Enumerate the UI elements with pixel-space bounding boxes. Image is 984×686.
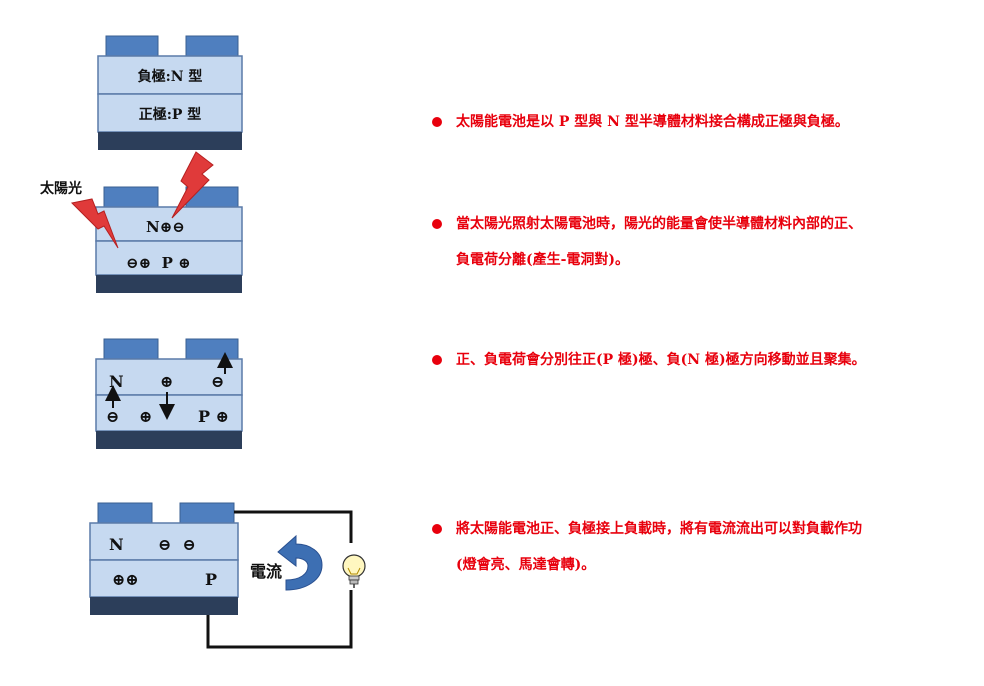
bullet-dot-icon [432,117,442,127]
electron-charge: ⊖ [211,372,224,391]
sunlight-label: 太陽光 [40,180,82,197]
p-label: P ⊕ [198,407,229,426]
n-label: N [109,535,124,554]
electrode-left [105,35,159,57]
bullet-item-charge-migration: 正、負電荷會分別往正(P 極)極、負(N 極)極方向移動並且聚集。 [432,342,866,378]
p-type-layer [89,559,239,598]
load-circuit-diagram: N ⊖ ⊖ ⊕⊕ P 電流 [89,502,366,649]
circuit-wire [234,510,353,543]
lightning-bolt-icon [70,198,119,249]
p-layer-charges: ⊖⊕ P ⊕ [126,254,191,272]
p-layer-charges: ⊕⊕ [112,570,139,589]
n-layer-label: 負極:N 型 [138,68,203,85]
sunlight-separation-diagram: N⊕⊖ ⊖⊕ P ⊕ 太陽光 [40,151,243,293]
electron-charge: ⊖ [106,407,119,426]
n-label: N [109,372,124,391]
electrode-right [185,338,239,360]
bullet-item-charge-separation: 當太陽光照射太陽電池時，陽光的能量會使半導體材料內部的正、 負電荷分離(產生-電… [432,206,862,278]
p-type-layer [97,93,243,133]
charge-migration-diagram: N ⊕ ⊖ ⊖ ⊕ P ⊕ [95,338,243,449]
hole-charge: ⊕ [139,407,152,426]
electrode-left [103,186,159,208]
p-type-layer [95,240,243,276]
electrode-right [179,502,235,524]
electrode-left [97,502,153,524]
electrode-left [103,338,159,360]
bullet-text: 將太陽能電池正、負極接上負載時，將有電流流出可以對負載作功 [456,521,862,537]
current-flow-arrow-icon [277,534,323,591]
lightning-bolt-icon [171,151,214,219]
cell-base [96,431,242,449]
cell-base [90,597,238,615]
light-bulb-icon [342,554,366,588]
cell-base [96,275,242,293]
current-label: 電流 [250,562,282,581]
bullet-text: 太陽能電池是以 P 型與 N 型半導體材料接合構成正極與負極。 [456,114,849,130]
bullet-text: 正、負電荷會分別往正(P 極)極、負(N 極)極方向移動並且聚集。 [456,352,866,368]
bullet-item-pn-junction: 太陽能電池是以 P 型與 N 型半導體材料接合構成正極與負極。 [432,104,849,140]
bullet-text: 當太陽光照射太陽電池時，陽光的能量會使半導體材料內部的正、 [456,216,862,232]
solar-cell-structure: 負極:N 型 正極:P 型 [97,35,243,150]
electrode-right [185,35,239,57]
circuit-wire [206,590,353,649]
n-layer-charges: ⊖ ⊖ [158,535,196,554]
bullet-dot-icon [432,355,442,365]
bullet-text: 負電荷分離(產生-電洞對)。 [456,252,630,268]
bullet-dot-icon [432,524,442,534]
n-layer-charges: N⊕⊖ [146,218,185,236]
cell-base [98,132,242,150]
bullet-text: (燈會亮、馬達會轉)。 [456,557,596,573]
p-layer-label: 正極:P 型 [139,106,202,123]
p-label: P [205,570,217,589]
bullet-dot-icon [432,219,442,229]
hole-charge: ⊕ [160,372,173,391]
bullet-item-load-current: 將太陽能電池正、負極接上負載時，將有電流流出可以對負載作功 (燈會亮、馬達會轉)… [432,511,862,583]
